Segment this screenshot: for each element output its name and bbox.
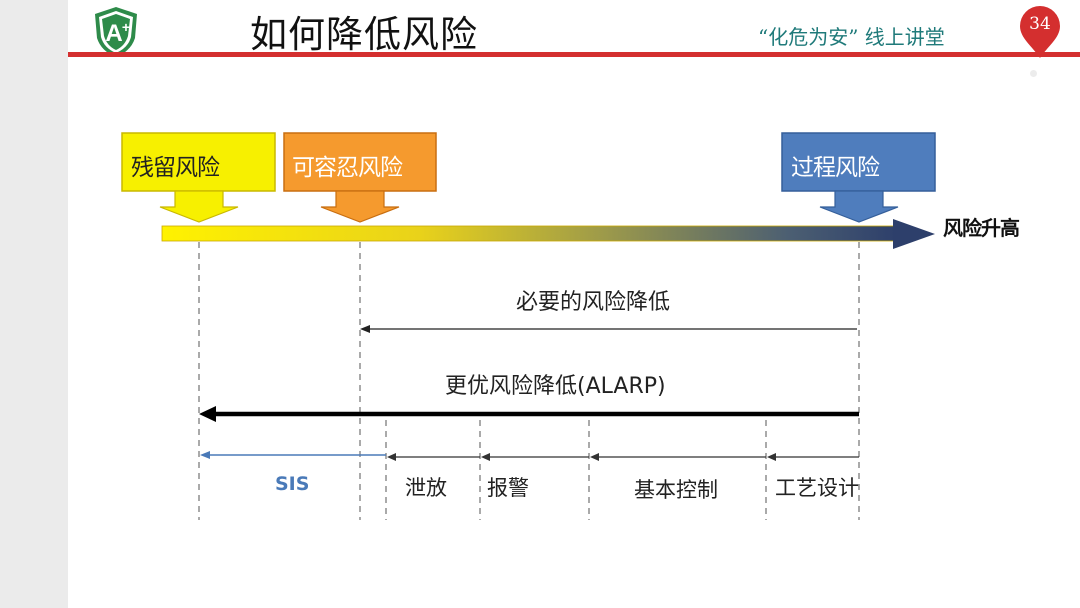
residual-risk-label: 残留风险 <box>131 155 220 181</box>
page-subtitle: “化危为安” 线上讲堂 <box>758 25 945 49</box>
relief-label: 泄放 <box>405 476 447 500</box>
page-number: 34 <box>1029 14 1051 34</box>
slide-canvas <box>68 0 1080 608</box>
process-risk-callout <box>781 132 936 223</box>
page-dot <box>1030 70 1037 77</box>
process-design-label: 工艺设计 <box>775 476 859 500</box>
tolerable-risk-label: 可容忍风险 <box>292 155 403 181</box>
sis-arrow <box>200 451 386 459</box>
basic-control-label: 基本控制 <box>634 478 718 502</box>
alarp-arrow <box>199 406 859 422</box>
shield-logo-icon: A + <box>95 7 137 57</box>
alarm-label: 报警 <box>487 476 529 500</box>
residual-risk-callout <box>121 132 276 223</box>
risk-rise-arrow <box>161 219 935 249</box>
risk-rise-label: 风险升高 <box>943 216 1020 240</box>
alarm-arrow <box>481 453 589 461</box>
header-divider <box>68 52 1080 57</box>
svg-text:A: A <box>105 20 122 47</box>
necessary-reduction-label: 必要的风险降低 <box>516 290 671 315</box>
page-pin-icon <box>1020 6 1060 58</box>
page-title: 如何降低风险 <box>250 13 478 56</box>
necessary-reduction-arrow <box>360 325 857 333</box>
sis-label: SIS <box>275 473 310 495</box>
process-risk-label: 过程风险 <box>791 155 880 181</box>
tolerable-risk-callout <box>283 132 437 223</box>
basic-control-arrow <box>590 453 766 461</box>
relief-arrow <box>387 453 480 461</box>
svg-text:+: + <box>122 19 130 35</box>
alarp-label: 更优风险降低(ALARP) <box>445 374 666 399</box>
guide-lines <box>198 242 860 520</box>
process-design-arrow <box>767 453 859 461</box>
